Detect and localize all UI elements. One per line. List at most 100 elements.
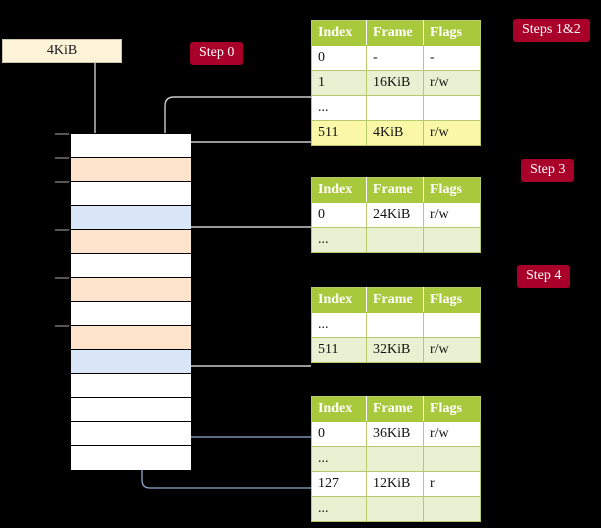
memory-row-tick: [55, 325, 69, 327]
table-cell: ...: [311, 227, 367, 253]
table-cell: r/w: [423, 337, 481, 363]
column-header-frame: Frame: [366, 177, 424, 203]
column-header-index: Index: [311, 396, 367, 422]
table-cell: [366, 312, 424, 338]
table-cell: [423, 446, 481, 472]
memory-frame-row: [71, 326, 191, 350]
memory-row-tick: [55, 229, 69, 231]
column-header-index: Index: [311, 20, 367, 46]
table-cell: ...: [311, 496, 367, 522]
table-cell: -: [366, 45, 424, 71]
column-header-index: Index: [311, 287, 367, 313]
table-cell: r/w: [423, 202, 481, 228]
badge-steps-1-2: Steps 1&2: [513, 19, 590, 42]
table-cell: [423, 227, 481, 253]
table-cell: 0: [311, 421, 367, 447]
memory-frame-row: [71, 422, 191, 446]
memory-frame-row: [71, 302, 191, 326]
badge-step-4: Step 4: [517, 265, 571, 288]
wire-l1-0-to-memory: [179, 226, 311, 282]
badge-step-4-label: Step 4: [526, 268, 562, 283]
memory-frame-row: [71, 230, 191, 254]
table-cell: 4KiB: [366, 120, 424, 146]
memory-frame-row: [71, 206, 191, 230]
memory-row-tick: [55, 277, 69, 279]
table-cell: 511: [311, 120, 367, 146]
memory-frame-row: [71, 158, 191, 182]
badge-step-3-label: Step 3: [530, 162, 566, 177]
table-row: ...: [311, 496, 481, 522]
table-cell: r: [423, 471, 481, 497]
table-row: 0--: [311, 45, 481, 71]
table-cell: [366, 95, 424, 121]
table-row: ...: [311, 227, 481, 253]
table-cell: 127: [311, 471, 367, 497]
table-cell: 24KiB: [366, 202, 424, 228]
memory-row-tick: [55, 133, 69, 135]
memory-frame-row: [71, 398, 191, 422]
table-cell: 1: [311, 70, 367, 96]
column-header-flags: Flags: [423, 177, 481, 203]
table-cell: ...: [311, 446, 367, 472]
column-header-frame: Frame: [366, 287, 424, 313]
badge-step-3: Step 3: [521, 159, 575, 182]
source-frame-box: 4KiB: [2, 39, 122, 63]
table-row: ...: [311, 95, 481, 121]
table-cell: 0: [311, 202, 367, 228]
wire-l2-511-to-memory: [179, 330, 311, 367]
table-cell: 511: [311, 337, 367, 363]
memory-frame-row: [71, 254, 191, 278]
table-cell: [423, 312, 481, 338]
memory-row-tick: [55, 181, 69, 183]
badge-steps-1-2-label: Steps 1&2: [522, 22, 581, 37]
memory-row-tick: [55, 157, 69, 159]
physical-memory-column: [70, 133, 191, 470]
column-header-flags: Flags: [423, 20, 481, 46]
table-cell: ...: [311, 95, 367, 121]
table-row: ...: [311, 446, 481, 472]
column-header-flags: Flags: [423, 287, 481, 313]
source-frame-label: 4KiB: [46, 43, 78, 58]
table-cell: [423, 95, 481, 121]
memory-frame-row: [71, 446, 191, 470]
table-cell: [423, 496, 481, 522]
memory-frame-row: [71, 134, 191, 158]
table-cell: -: [423, 45, 481, 71]
memory-frame-row: [71, 182, 191, 206]
memory-frame-row: [71, 278, 191, 302]
memory-frame-row: [71, 374, 191, 398]
table-cell: 32KiB: [366, 337, 424, 363]
table-cell: r/w: [423, 70, 481, 96]
table-cell: [366, 446, 424, 472]
table-cell: [366, 496, 424, 522]
table-cell: 16KiB: [366, 70, 424, 96]
table-row: ...: [311, 312, 481, 338]
column-header-frame: Frame: [366, 20, 424, 46]
table-cell: 0: [311, 45, 367, 71]
table-cell: 12KiB: [366, 471, 424, 497]
table-cell: [366, 227, 424, 253]
table-cell: r/w: [423, 421, 481, 447]
badge-step-0: Step 0: [190, 42, 244, 65]
table-cell: r/w: [423, 120, 481, 146]
memory-frame-row: [71, 350, 191, 374]
table-cell: 36KiB: [366, 421, 424, 447]
column-header-index: Index: [311, 177, 367, 203]
column-header-frame: Frame: [366, 396, 424, 422]
badge-step-0-label: Step 0: [199, 45, 235, 60]
column-header-flags: Flags: [423, 396, 481, 422]
